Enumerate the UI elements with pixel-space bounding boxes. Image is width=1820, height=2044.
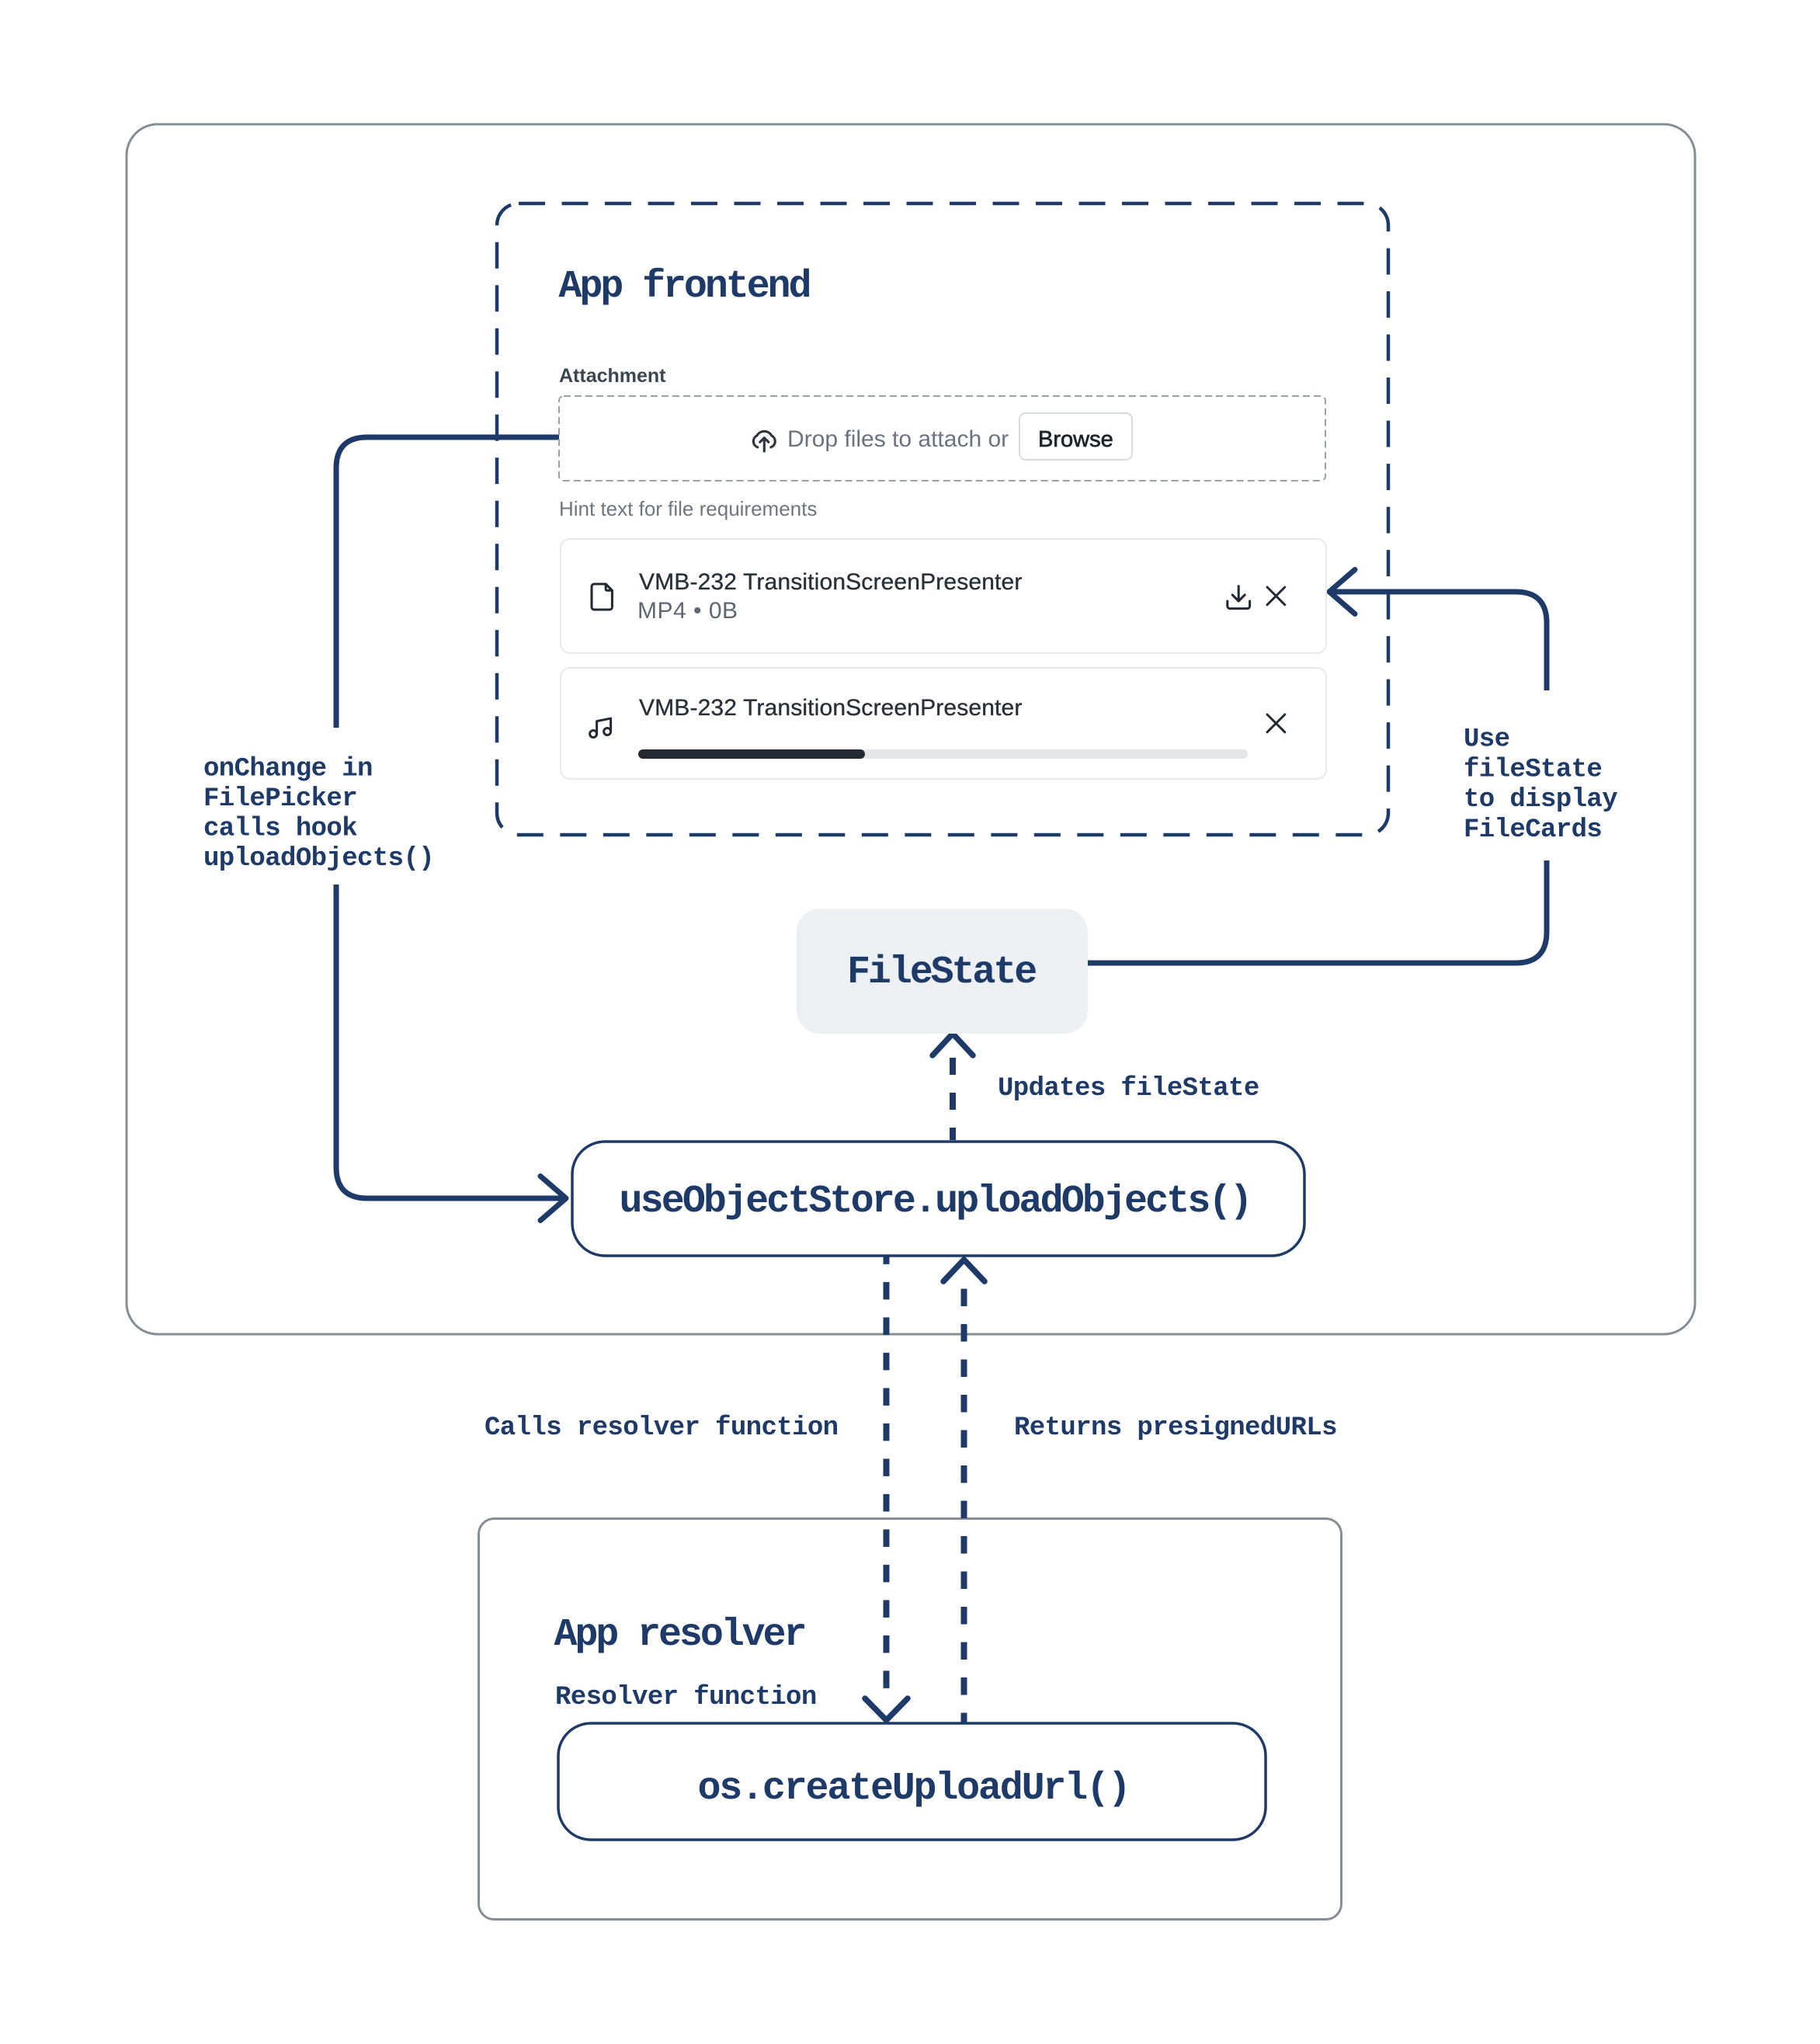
svg-text:FileCards: FileCards xyxy=(1464,815,1602,845)
svg-text:Updates fileState: Updates fileState xyxy=(998,1074,1259,1104)
svg-text:onChange in: onChange in xyxy=(203,755,373,784)
svg-text:fileState: fileState xyxy=(1464,755,1602,784)
svg-text:FilePicker: FilePicker xyxy=(203,784,357,814)
svg-text:App frontend: App frontend xyxy=(559,265,810,309)
svg-text:Attachment: Attachment xyxy=(559,365,666,387)
svg-text:calls hook: calls hook xyxy=(203,815,357,844)
svg-text:os.createUploadUrl(): os.createUploadUrl() xyxy=(698,1767,1130,1811)
svg-text:Use: Use xyxy=(1464,725,1509,755)
svg-text:VMB-232 TransitionScreenPresen: VMB-232 TransitionScreenPresenter xyxy=(639,695,1023,721)
svg-text:Drop files to attach or: Drop files to attach or xyxy=(787,426,1009,452)
svg-text:Resolver function: Resolver function xyxy=(555,1683,817,1712)
svg-text:MP4 • 0B: MP4 • 0B xyxy=(637,598,738,624)
svg-text:to display: to display xyxy=(1464,785,1617,815)
svg-text:VMB-232 TransitionScreenPresen: VMB-232 TransitionScreenPresenter xyxy=(639,569,1023,595)
svg-text:FileState: FileState xyxy=(847,951,1036,995)
svg-text:Hint text for file requirement: Hint text for file requirements xyxy=(559,497,817,520)
svg-text:useObjectStore.uploadObjects(): useObjectStore.uploadObjects() xyxy=(620,1180,1251,1224)
svg-text:App resolver: App resolver xyxy=(554,1613,805,1657)
svg-text:Browse: Browse xyxy=(1038,427,1113,452)
svg-text:Calls resolver function: Calls resolver function xyxy=(485,1413,838,1443)
svg-text:uploadObjects(): uploadObjects() xyxy=(203,844,434,874)
svg-text:Returns presignedURLs: Returns presignedURLs xyxy=(1014,1413,1337,1443)
